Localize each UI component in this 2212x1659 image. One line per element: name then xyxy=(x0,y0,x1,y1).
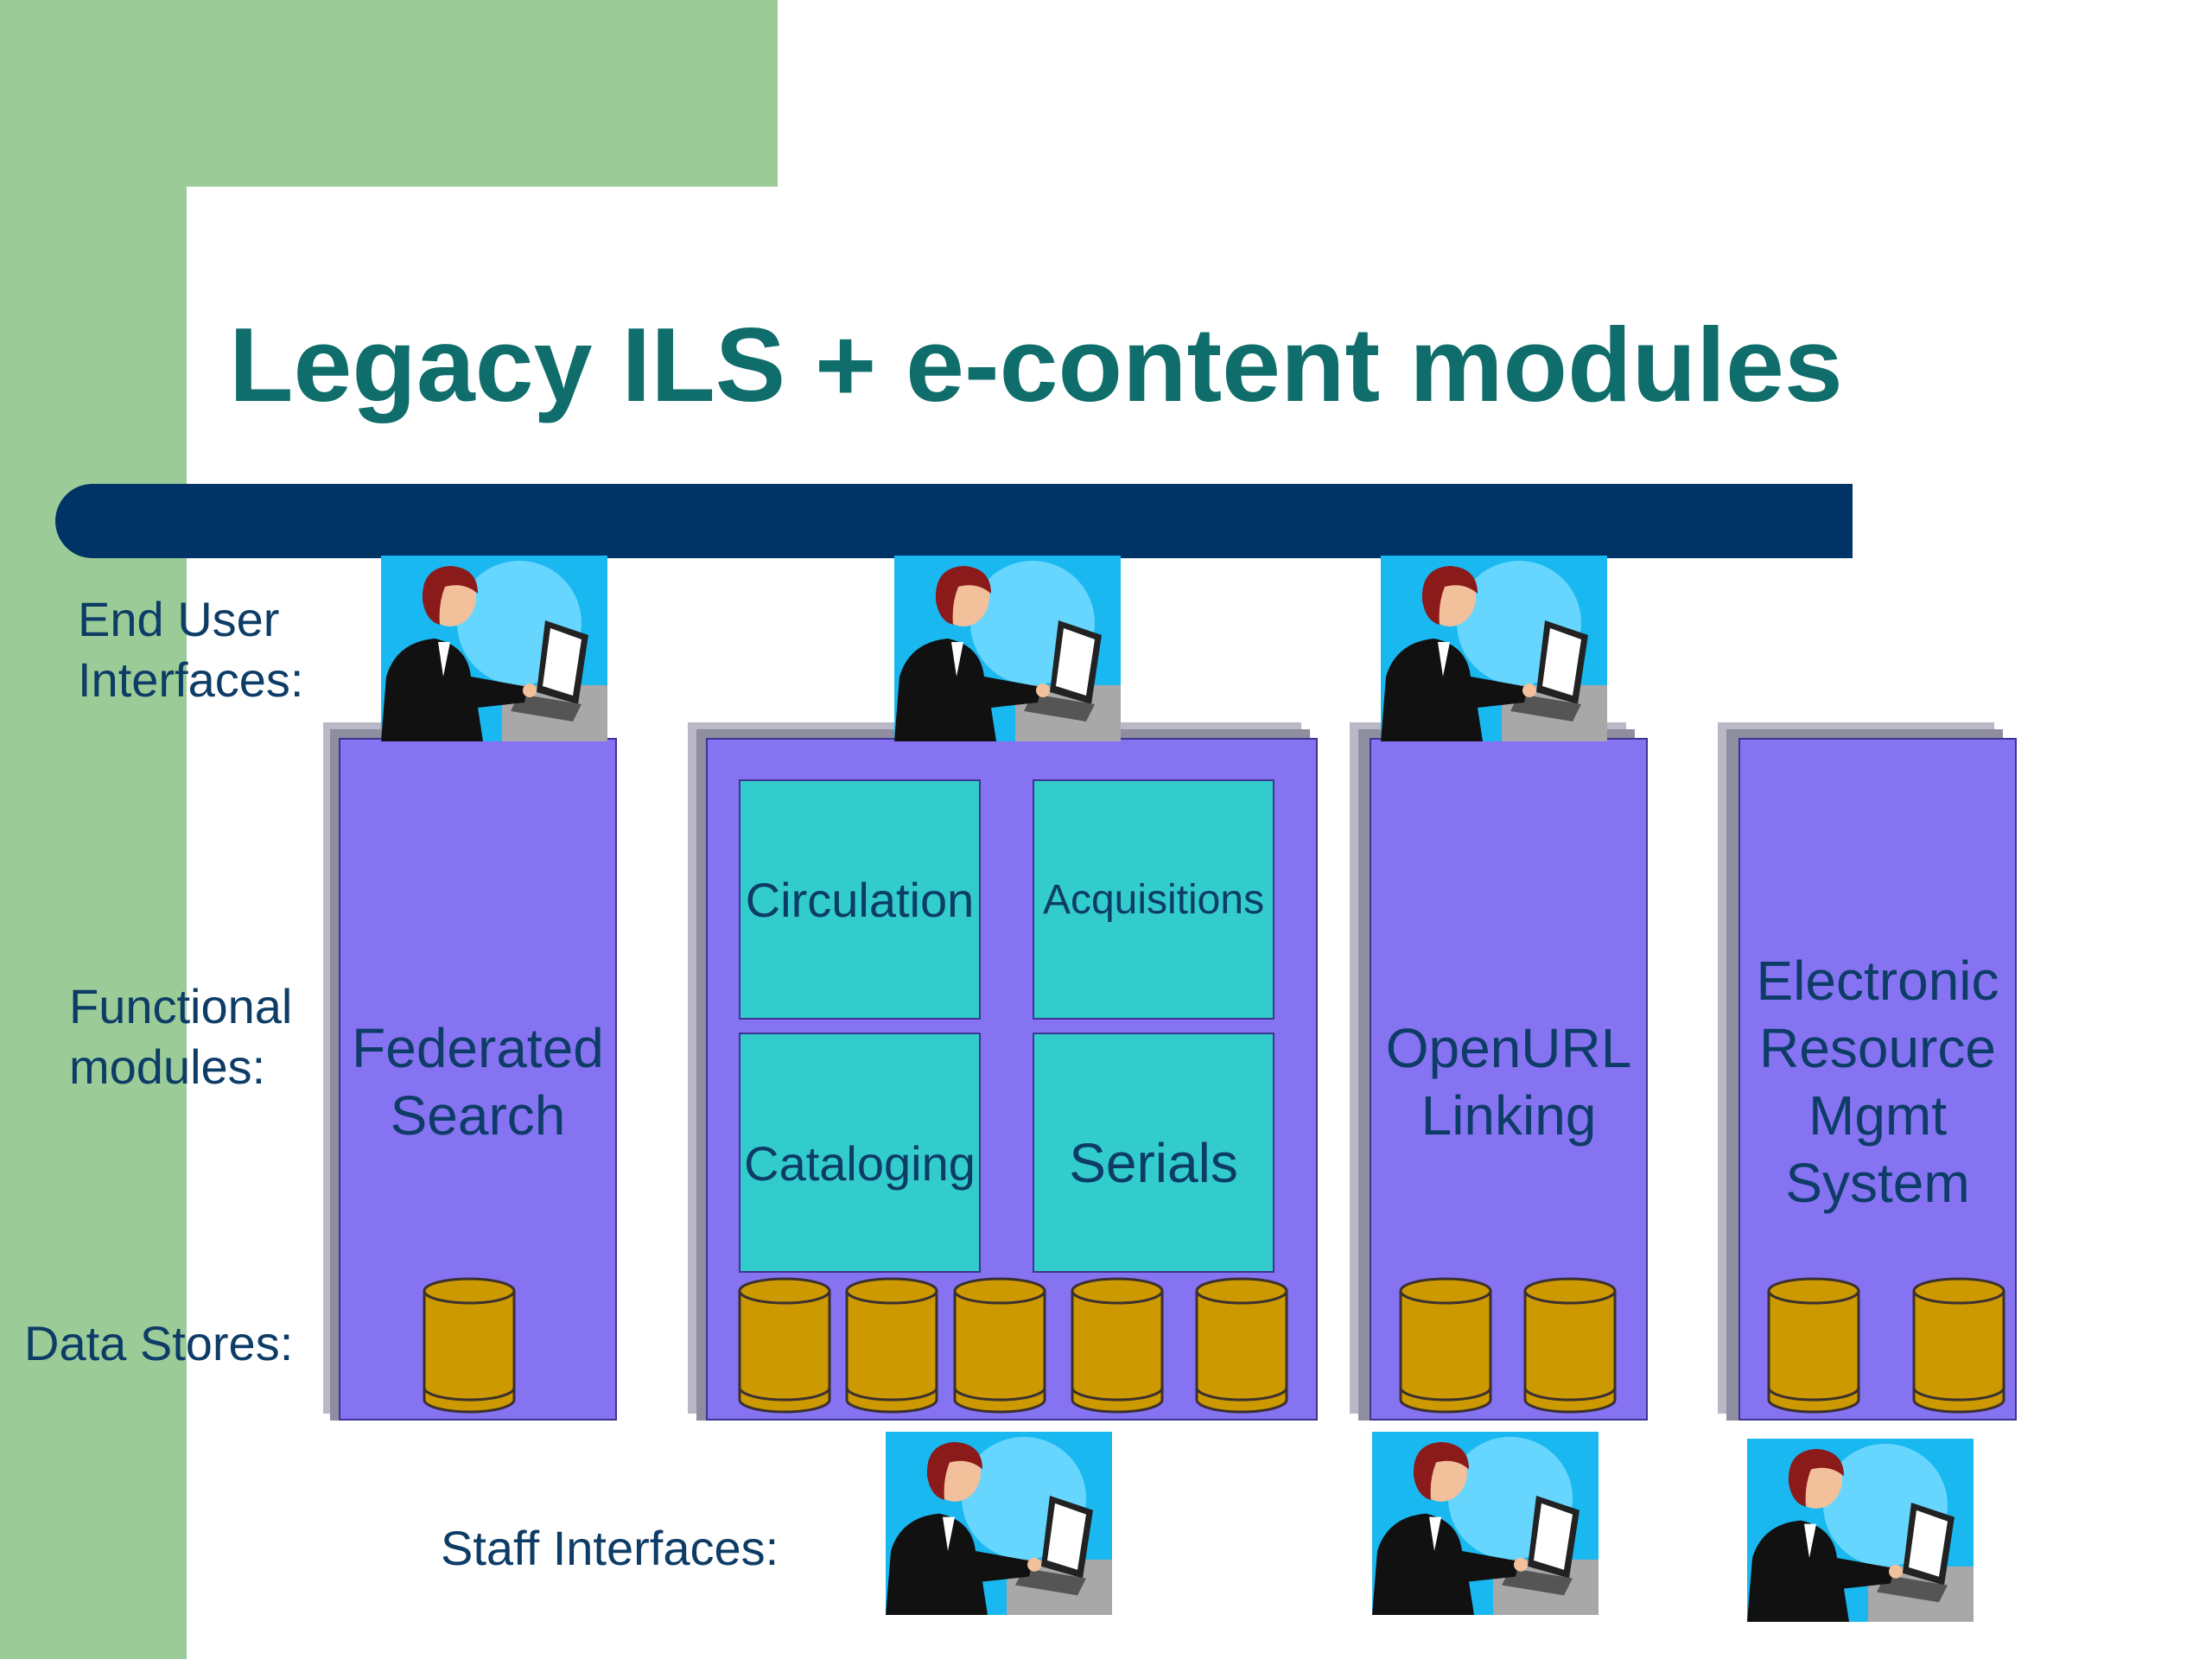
erm-system-label: Electronic Resource Mgmt System xyxy=(1756,950,1999,1214)
green-left-band xyxy=(0,0,187,1659)
federated-search-label: Federated Search xyxy=(352,1017,604,1147)
database-cylinder-icon xyxy=(738,1277,831,1414)
database-cylinder-icon xyxy=(1767,1277,1860,1414)
circulation-label: Circulation xyxy=(745,872,975,927)
person-at-computer-icon xyxy=(1747,1439,1974,1622)
slide-title: Legacy ILS + e-content modules xyxy=(229,306,1843,423)
end-user-interfaces-label: End User Interfaces: xyxy=(78,592,304,707)
database-cylinder-icon xyxy=(953,1277,1046,1414)
database-cylinder-icon xyxy=(845,1277,938,1414)
database-cylinder-icon xyxy=(1399,1277,1492,1414)
staff-interfaces-label: Staff Interfaces: xyxy=(441,1521,779,1575)
acquisitions-label: Acquisitions xyxy=(1042,876,1265,923)
person-at-computer-icon xyxy=(1381,556,1607,741)
serials-module: Serials xyxy=(1033,1033,1274,1273)
cataloging-module: Cataloging xyxy=(739,1033,981,1273)
person-at-computer-icon xyxy=(381,556,607,741)
database-cylinder-icon xyxy=(1523,1277,1617,1414)
person-at-computer-icon xyxy=(886,1432,1112,1615)
openurl-linking-label: OpenURL Linking xyxy=(1385,1017,1632,1147)
acquisitions-module: Acquisitions xyxy=(1033,779,1274,1020)
serials-label: Serials xyxy=(1069,1132,1238,1194)
person-at-computer-icon xyxy=(1372,1432,1599,1615)
database-cylinder-icon xyxy=(423,1277,516,1414)
database-cylinder-icon xyxy=(1912,1277,2005,1414)
functional-modules-label: Functional modules: xyxy=(69,979,293,1094)
database-cylinder-icon xyxy=(1071,1277,1164,1414)
database-cylinder-icon xyxy=(1195,1277,1288,1414)
cataloging-label: Cataloging xyxy=(744,1135,976,1191)
person-at-computer-icon xyxy=(894,556,1121,741)
title-underline-bar xyxy=(55,484,1853,558)
data-stores-label: Data Stores: xyxy=(24,1316,294,1370)
circulation-module: Circulation xyxy=(739,779,981,1020)
